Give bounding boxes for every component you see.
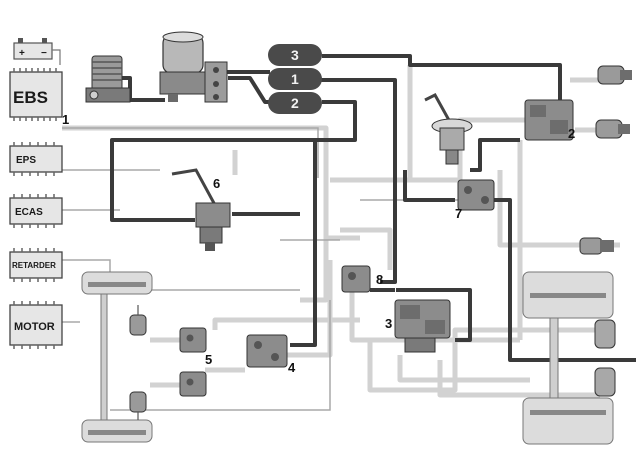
rear-brake-chamber-lower xyxy=(595,119,630,139)
front-abs-valve-lower xyxy=(179,371,207,397)
air-tank-2: 2 xyxy=(268,92,322,114)
callout-5: 5 xyxy=(205,352,212,367)
ecu-ebs-label: EBS xyxy=(13,88,48,107)
electric-wires xyxy=(62,127,500,411)
foot-brake-module-7 xyxy=(457,179,495,211)
rear-brake-chamber-upper xyxy=(597,65,632,85)
hand-brake-valve xyxy=(171,168,231,251)
front-brake-chamber-upper xyxy=(129,305,147,336)
rear-axle-modulator xyxy=(524,99,574,141)
callout-2: 2 xyxy=(568,126,575,141)
ecu-retarder-label: RETARDER xyxy=(12,261,56,270)
relay-valve xyxy=(341,265,371,293)
air-dryer xyxy=(159,31,228,103)
battery: + − xyxy=(13,38,61,65)
callout-1: 1 xyxy=(62,112,69,127)
ecu-motor: MOTOR xyxy=(9,301,63,349)
air-tank-1-label: 1 xyxy=(291,71,299,87)
battery-minus: − xyxy=(41,48,47,59)
compressor xyxy=(85,55,131,103)
ecu-eps-label: EPS xyxy=(16,155,36,166)
front-axle xyxy=(81,271,153,443)
air-tank-3-label: 3 xyxy=(291,47,299,63)
rear-spring-chamber-lower xyxy=(594,367,616,397)
front-abs-valve-upper xyxy=(179,327,207,353)
callout-8: 8 xyxy=(376,272,383,287)
dark-pipes xyxy=(110,54,636,362)
front-brake-chamber-lower xyxy=(129,391,147,420)
air-tank-1: 1 xyxy=(268,68,322,90)
battery-plus: + xyxy=(19,48,25,59)
ecu-ecas: ECAS xyxy=(9,194,63,228)
brake-pedal-valve xyxy=(424,93,473,165)
callout-7: 7 xyxy=(455,206,462,221)
ecu-ebs: EBS xyxy=(9,68,63,121)
callout-3: 3 xyxy=(385,316,392,331)
air-tank-2-label: 2 xyxy=(291,95,299,111)
air-tank-3: 3 xyxy=(268,44,322,66)
rear-spring-chamber-upper xyxy=(594,319,616,349)
ecu-eps: EPS xyxy=(9,142,63,176)
ecu-motor-label: MOTOR xyxy=(14,321,55,333)
trailer-coupling xyxy=(579,237,614,255)
rear-axle xyxy=(522,271,614,445)
trailer-control-valve xyxy=(394,299,451,353)
callout-4: 4 xyxy=(288,360,296,375)
ecu-ecas-label: ECAS xyxy=(15,207,43,218)
callout-6: 6 xyxy=(213,176,220,191)
ecu-retarder: RETARDER xyxy=(9,248,63,282)
front-axle-modulator xyxy=(246,334,288,368)
